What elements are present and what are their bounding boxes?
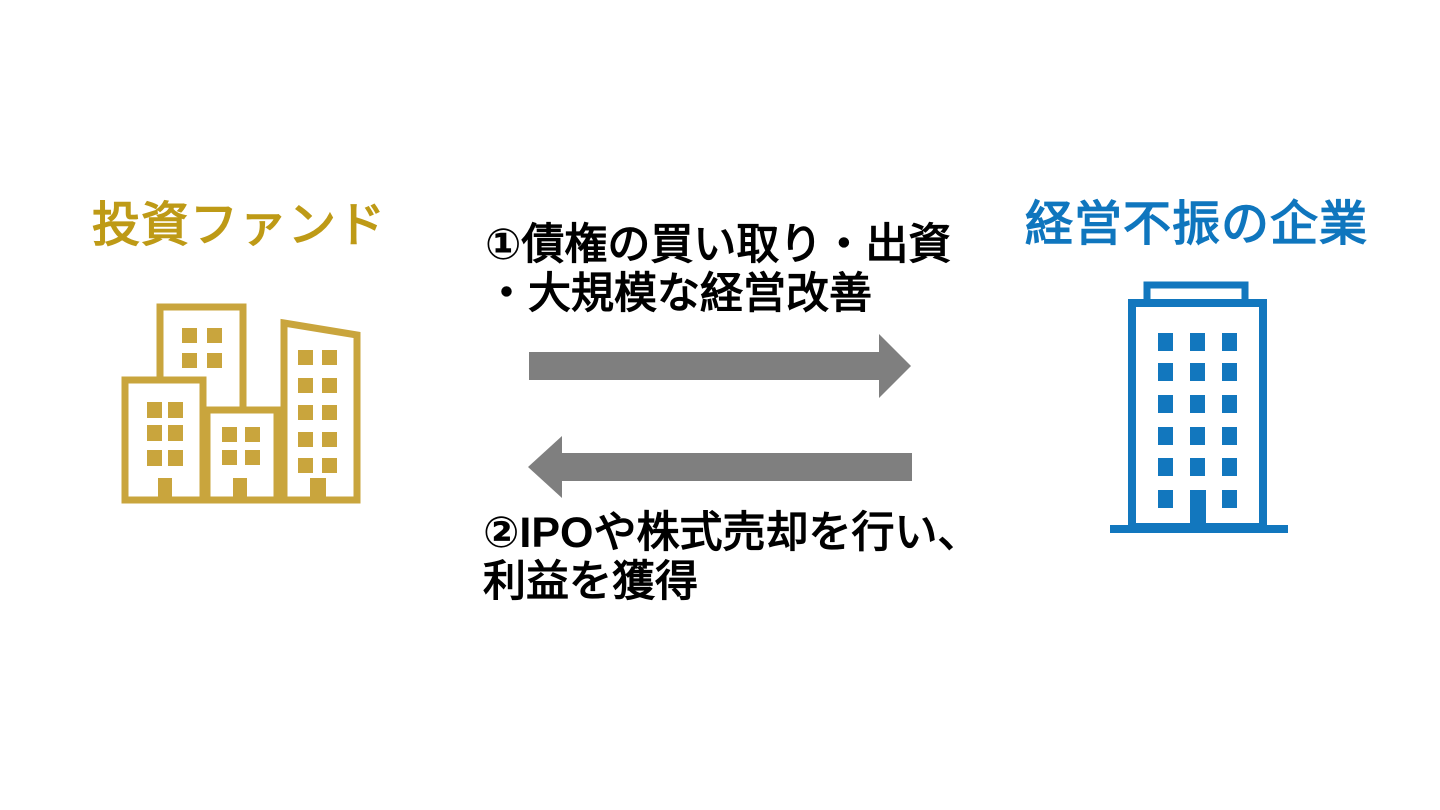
buildings-windows bbox=[147, 328, 337, 502]
tower-windows bbox=[1110, 333, 1288, 533]
tower-door bbox=[1190, 490, 1206, 525]
office-tower-icon bbox=[1110, 281, 1288, 533]
buildings-cluster-icon bbox=[121, 303, 361, 504]
left-arrow-shape bbox=[528, 436, 912, 498]
flow2-label: ②IPOや株式売却を行い、 利益を獲得 bbox=[483, 509, 980, 607]
flow2-label-line2: 利益を獲得 bbox=[483, 558, 698, 606]
left-entity-title: 投資ファンド bbox=[92, 199, 387, 252]
flow1-label-line2: ・大規模な経営改善 bbox=[485, 270, 872, 318]
right-arrow-shape bbox=[529, 334, 911, 398]
flow1-label: ①債権の買い取り・出資 ・大規模な経営改善 bbox=[485, 221, 951, 319]
buildings-outlines bbox=[121, 303, 361, 504]
flow2-left-arrow-icon bbox=[528, 436, 912, 498]
right-entity-title: 経営不振の企業 bbox=[1025, 198, 1369, 251]
flow1-right-arrow-icon bbox=[529, 334, 911, 398]
flow2-label-line1: ②IPOや株式売却を行い、 bbox=[483, 509, 981, 557]
flow1-label-line1: ①債権の買い取り・出資 bbox=[485, 221, 952, 269]
tower-ground-line bbox=[1110, 525, 1288, 533]
